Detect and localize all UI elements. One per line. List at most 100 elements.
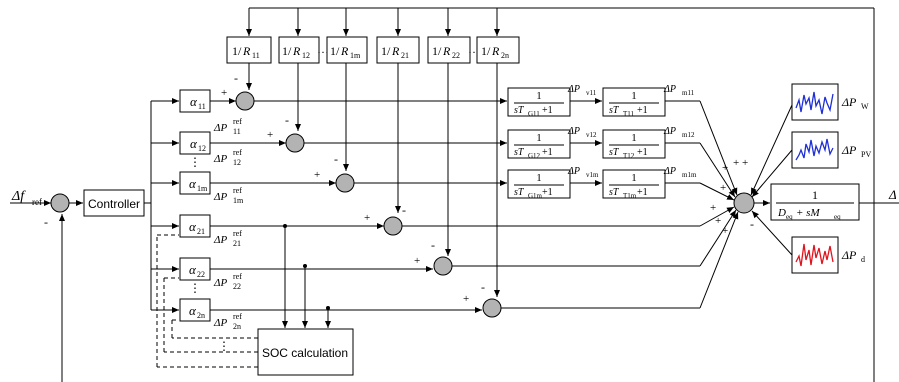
droop-block-22: 1/ R 22: [427, 36, 471, 64]
svg-text:R: R: [292, 44, 301, 58]
pref-label-11: ΔP ref 11: [213, 117, 242, 136]
svg-text:ΔP: ΔP: [841, 95, 857, 109]
sum-junction-11: [235, 91, 255, 111]
svg-text:1m: 1m: [197, 184, 208, 193]
svg-text:ΔP: ΔP: [213, 277, 227, 289]
input-label: Δf: [11, 189, 26, 204]
svg-text:v12: v12: [586, 131, 597, 139]
main-summing-junction: [733, 192, 755, 214]
main-plus-3: +: [742, 157, 748, 169]
svg-text:R: R: [442, 44, 451, 58]
svg-text:sT: sT: [609, 187, 620, 198]
governor-block-11: 1 sT G11 +1: [507, 87, 571, 118]
svg-text:ΔP: ΔP: [213, 317, 227, 329]
svg-text:v1m: v1m: [586, 171, 599, 179]
svg-text:1/: 1/: [282, 44, 292, 58]
svg-text:ΔP: ΔP: [567, 166, 580, 177]
pm-label-12: ΔP m12: [663, 126, 695, 139]
svg-text:m1m: m1m: [682, 171, 697, 179]
power-system-plant-block: 1 D eq + sM eq: [770, 183, 860, 221]
main-plus-4: +: [720, 182, 726, 194]
svg-text:+1: +1: [637, 105, 648, 116]
minus-2n: -: [481, 280, 485, 294]
svg-text:ΔP: ΔP: [567, 84, 580, 95]
main-plus-1: +: [722, 162, 728, 174]
svg-text:ΔP: ΔP: [567, 126, 580, 137]
pm-label-11: ΔP m11: [663, 84, 695, 97]
turbine-block-12: 1 sT T12 +1: [602, 129, 666, 160]
plus-2n: +: [463, 293, 469, 305]
svg-text:12: 12: [302, 51, 310, 60]
svg-text:ΔP: ΔP: [841, 248, 857, 262]
svg-text:1/: 1/: [481, 44, 491, 58]
svg-text:eq: eq: [834, 213, 841, 221]
sum-junction-1m: [335, 173, 355, 193]
minus-22: -: [431, 238, 435, 252]
input-sub: ref: [32, 197, 42, 207]
disturbance-wind: ΔP W: [791, 83, 869, 121]
svg-text:ΔP: ΔP: [663, 126, 676, 137]
pref-label-12: ΔP ref 12: [213, 148, 242, 167]
svg-text:1m: 1m: [233, 196, 244, 205]
input-summing-junction: [50, 193, 70, 213]
pv-label-11: ΔP v11: [567, 84, 597, 97]
svg-text:α: α: [189, 262, 197, 277]
svg-text:1: 1: [812, 188, 818, 202]
svg-text:1: 1: [631, 172, 637, 184]
svg-text:+1: +1: [637, 187, 648, 198]
sum-junction-21: [383, 216, 403, 236]
svg-text:1/: 1/: [330, 44, 340, 58]
alpha-dots-2: ⋮: [189, 281, 201, 295]
svg-text:ΔP: ΔP: [213, 234, 227, 246]
soc-feedback-dashed: [156, 234, 258, 368]
svg-text:PV: PV: [861, 150, 871, 159]
svg-text:1: 1: [536, 90, 542, 102]
svg-text:W: W: [861, 102, 869, 111]
plus-11: +: [221, 87, 227, 99]
soc-dots: ⋮: [218, 339, 230, 353]
alpha-block-11: α 11: [179, 89, 211, 113]
svg-text:2n: 2n: [501, 51, 509, 60]
controller-label: Controller: [88, 197, 140, 211]
alpha-block-22: α 22: [179, 257, 211, 281]
sum-junction-12: [285, 133, 305, 153]
svg-text:G12: G12: [528, 152, 541, 160]
plus-12: +: [267, 129, 273, 141]
plus-22: +: [414, 255, 420, 267]
svg-text:eq: eq: [786, 213, 793, 221]
droop-block-2n: 1/ R 2n: [476, 36, 520, 64]
svg-text:m12: m12: [682, 131, 695, 139]
svg-text:α: α: [189, 303, 197, 318]
pv-label-1m: ΔP v1m: [567, 166, 599, 179]
droop-block-1m: 1/ R 1m: [326, 36, 368, 64]
svg-text:+1: +1: [542, 105, 553, 116]
pv-power-waveform: [795, 138, 834, 161]
turbine-block-11: 1 sT T11 +1: [602, 87, 666, 118]
droop-feed-lines: [246, 8, 500, 36]
svg-text:d: d: [861, 255, 865, 264]
svg-text:+1: +1: [637, 147, 648, 158]
input-minus-sign: -: [44, 215, 48, 229]
alpha-block-12: α 12: [179, 131, 211, 155]
svg-text:R: R: [242, 44, 251, 58]
droop-hdots-1: ···: [317, 45, 329, 59]
svg-text:11: 11: [252, 51, 260, 60]
minus-11: -: [234, 71, 238, 85]
svg-text:11: 11: [233, 127, 241, 136]
sum-junction-22: [433, 256, 453, 276]
svg-text:+1: +1: [542, 147, 553, 158]
minus-1m: -: [334, 152, 338, 166]
svg-text:22: 22: [197, 270, 205, 279]
svg-text:ΔP: ΔP: [663, 166, 676, 177]
svg-text:D: D: [777, 207, 786, 219]
droop-block-11: 1/ R 11: [226, 36, 272, 64]
svg-text:1m: 1m: [350, 51, 361, 60]
svg-text:ref: ref: [233, 229, 242, 238]
main-plus-6: +: [715, 215, 721, 227]
alpha-block-2n: α 2n: [179, 298, 211, 322]
alpha-dots-1: ⋮: [189, 155, 201, 169]
input-frequency-reference: Δf ref: [11, 189, 42, 207]
pref-label-22: ΔP ref 22: [213, 272, 242, 291]
main-plus-5: +: [710, 202, 716, 214]
